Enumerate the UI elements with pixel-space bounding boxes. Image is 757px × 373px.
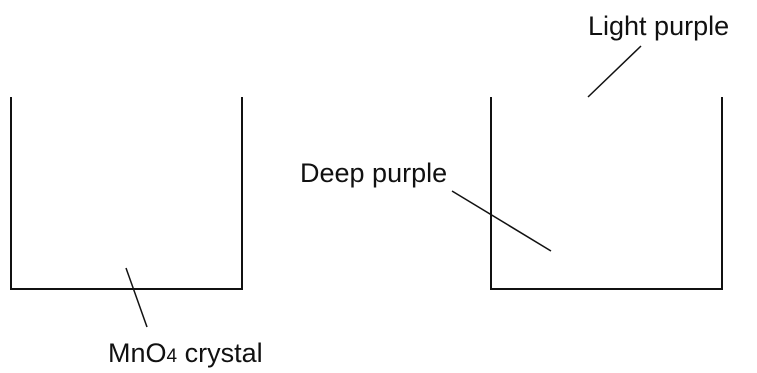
crystal-label: MnO4 crystal bbox=[108, 340, 263, 367]
left-beaker-outline bbox=[10, 97, 243, 290]
left-beaker bbox=[10, 97, 243, 290]
deep-purple-text: Deep purple bbox=[300, 158, 448, 188]
deep-purple-leader-line bbox=[451, 190, 552, 252]
crystal-formula: MnO bbox=[108, 338, 167, 368]
crystal-leader-line bbox=[125, 267, 148, 328]
light-purple-leader-line bbox=[587, 45, 642, 98]
crystal-word: crystal bbox=[177, 338, 263, 368]
deep-purple-label: Deep purple bbox=[300, 160, 447, 187]
right-beaker-outline bbox=[490, 97, 723, 290]
light-purple-text: Light purple bbox=[588, 11, 730, 41]
crystal-subscript: 4 bbox=[166, 346, 178, 367]
right-beaker bbox=[490, 97, 723, 290]
light-purple-label: Light purple bbox=[588, 13, 729, 40]
